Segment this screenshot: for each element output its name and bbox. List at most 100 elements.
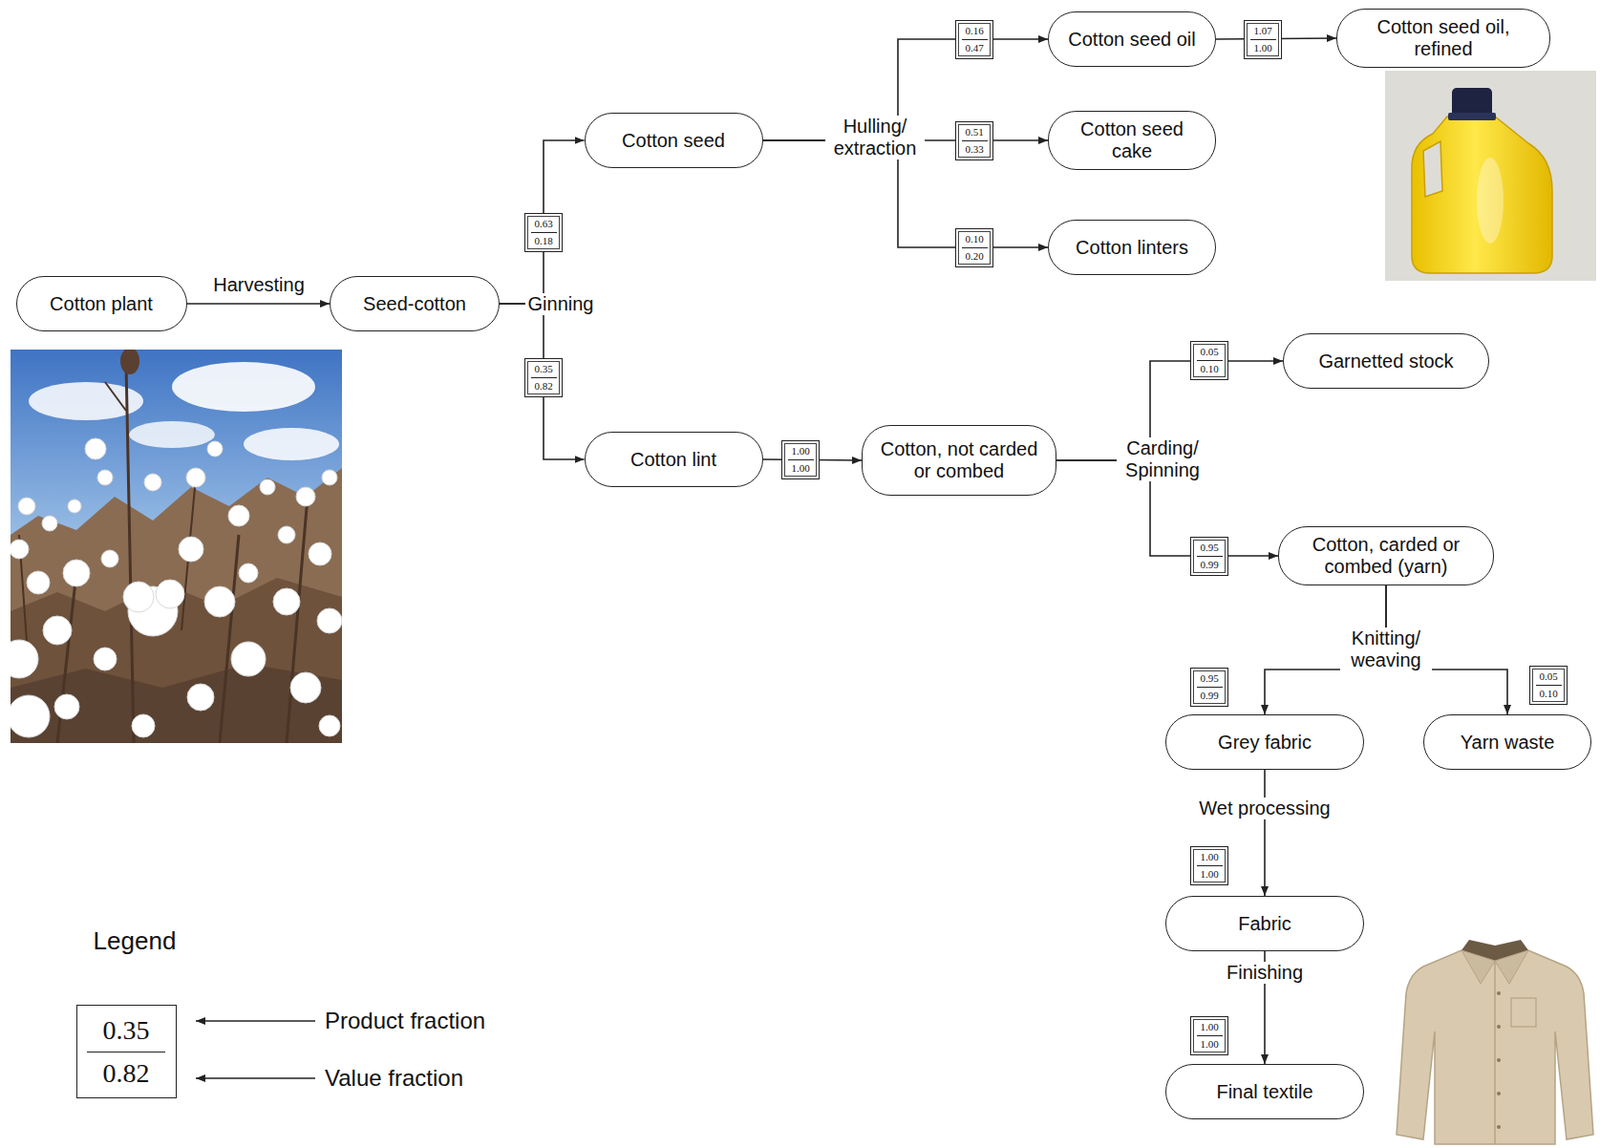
- fraction-number: 0.10: [1199, 362, 1218, 376]
- process-box: Cotton, not carded or combed: [861, 425, 1057, 496]
- fraction-number: 1.00: [1199, 1021, 1218, 1034]
- fraction-number: 0.51: [964, 126, 983, 139]
- fraction-divider: [1536, 684, 1562, 686]
- illustration-shape: [144, 473, 162, 491]
- illustration-shape: [296, 487, 316, 507]
- illustration-shape: [1493, 960, 1496, 1145]
- fraction-box: 0.050.10: [1529, 665, 1568, 705]
- box-label: Cotton lint: [630, 448, 717, 471]
- illustration-shape: [1396, 950, 1594, 1145]
- process-box: Cotton seed: [584, 112, 764, 169]
- process-label: Hulling/ extraction: [825, 115, 925, 160]
- fraction-box: 0.51 0.33: [955, 121, 994, 161]
- illustration-shape: [290, 672, 321, 704]
- process-box: Cotton seed cake: [1047, 110, 1216, 171]
- box-label: Cotton seed: [621, 129, 726, 152]
- illustration-shape: [123, 581, 154, 613]
- illustration-shape: [131, 714, 155, 738]
- fraction-divider: [1196, 1035, 1223, 1037]
- box-label: Cotton seed oil: [1067, 28, 1195, 51]
- illustration-shape: [171, 362, 316, 412]
- illustration-shape: [186, 468, 206, 488]
- process-label: Ginning: [525, 293, 598, 316]
- fraction-number: 0.95: [1199, 541, 1218, 555]
- fraction-number: 0.33: [964, 143, 983, 156]
- process-box: Seed-cotton: [329, 276, 500, 332]
- flow-arrow: [187, 302, 331, 305]
- illustration-shape: [10, 438, 342, 738]
- illustration-shape: [319, 715, 341, 737]
- illustration-shape: [1411, 116, 1553, 274]
- box-label: Cotton seed oil, refined: [1348, 16, 1538, 61]
- process-label: Wet processing: [1195, 797, 1333, 820]
- illustration-shape: [1448, 112, 1496, 121]
- process-label: Knitting/ weaving: [1340, 627, 1432, 672]
- illustration-shape: [207, 441, 223, 457]
- fraction-divider: [1196, 686, 1223, 688]
- fraction-box: 0.950.99: [1190, 667, 1229, 707]
- process-box: Cotton seed oil, refined: [1336, 8, 1551, 68]
- fraction-number: 0.99: [1199, 558, 1218, 572]
- illustration-shape: [120, 349, 140, 375]
- fraction-divider: [961, 39, 988, 41]
- process-box: Garnetted stock: [1282, 333, 1490, 389]
- fraction-number: 1.00: [1199, 1038, 1218, 1051]
- process-box: Cotton linters: [1047, 219, 1216, 276]
- fraction-number: 0.05: [1538, 670, 1558, 683]
- fraction-box: 0.630.18: [524, 213, 563, 253]
- box-label: Garnetted stock: [1318, 350, 1453, 373]
- oil-jug-photo: [1385, 70, 1597, 281]
- process-box: Cotton lint: [584, 431, 764, 488]
- fraction-divider: [1250, 39, 1277, 41]
- process-label: Harvesting: [210, 274, 308, 297]
- illustration-shape: [1423, 141, 1443, 197]
- illustration-shape: [1461, 950, 1495, 984]
- fraction-number: 1.00: [790, 445, 810, 458]
- illustration-shape: [277, 526, 296, 544]
- illustration-shape: [259, 479, 276, 495]
- flow-arrow: [499, 140, 585, 304]
- illustration-shape: [67, 499, 82, 513]
- illustration-shape: [1385, 70, 1597, 281]
- illustration-shape: [231, 641, 266, 677]
- process-label: Carding/ Spinning: [1116, 437, 1209, 482]
- illustration-shape: [42, 616, 72, 645]
- fraction-divider: [1196, 865, 1223, 867]
- cotton-field-photo: [10, 349, 342, 744]
- illustration-shape: [93, 647, 117, 671]
- illustration-shape: [128, 421, 215, 448]
- box-label: Seed-cotton: [362, 293, 467, 316]
- fraction-divider: [961, 247, 988, 249]
- fraction-box: 1.071.00: [1243, 20, 1282, 60]
- illustration-shape: [219, 534, 239, 744]
- fraction-number: 0.20: [964, 250, 983, 263]
- process-box: Final textile: [1165, 1064, 1365, 1120]
- fraction-number: 0.82: [103, 1058, 150, 1089]
- illustration-shape: [178, 536, 204, 562]
- illustration-shape: [228, 505, 250, 527]
- box-label: Fabric: [1237, 913, 1292, 936]
- process-box: Cotton, carded or combed (yarn): [1278, 526, 1494, 586]
- fraction-number: 1.00: [1253, 42, 1272, 55]
- illustration-shape: [10, 695, 50, 738]
- illustration-shape: [195, 1077, 316, 1080]
- fraction-number: 1.00: [1199, 868, 1218, 881]
- box-label: Cotton, not carded or combed: [874, 438, 1045, 483]
- fraction-box: 1.00 1.00: [1190, 1016, 1229, 1056]
- fraction-number: 0.63: [533, 217, 553, 231]
- legend-title: Legend: [90, 926, 180, 956]
- box-label: Cotton plant: [49, 293, 153, 316]
- fraction-number: 0.47: [964, 42, 983, 55]
- fraction-box: 0.160.47: [955, 20, 994, 60]
- illustration-shape: [243, 427, 340, 461]
- illustration-shape: [63, 559, 90, 587]
- fraction-divider: [86, 1051, 166, 1053]
- fraction-divider: [788, 459, 814, 461]
- fraction-box: 0.95 0.99: [1190, 536, 1229, 576]
- fraction-box: 0.100.20: [955, 228, 994, 268]
- box-label: Final textile: [1216, 1081, 1313, 1104]
- process-box: Cotton seed oil: [1047, 11, 1216, 67]
- fraction-box: 0.050.10: [1190, 341, 1229, 381]
- process-box: Cotton plant: [16, 276, 188, 332]
